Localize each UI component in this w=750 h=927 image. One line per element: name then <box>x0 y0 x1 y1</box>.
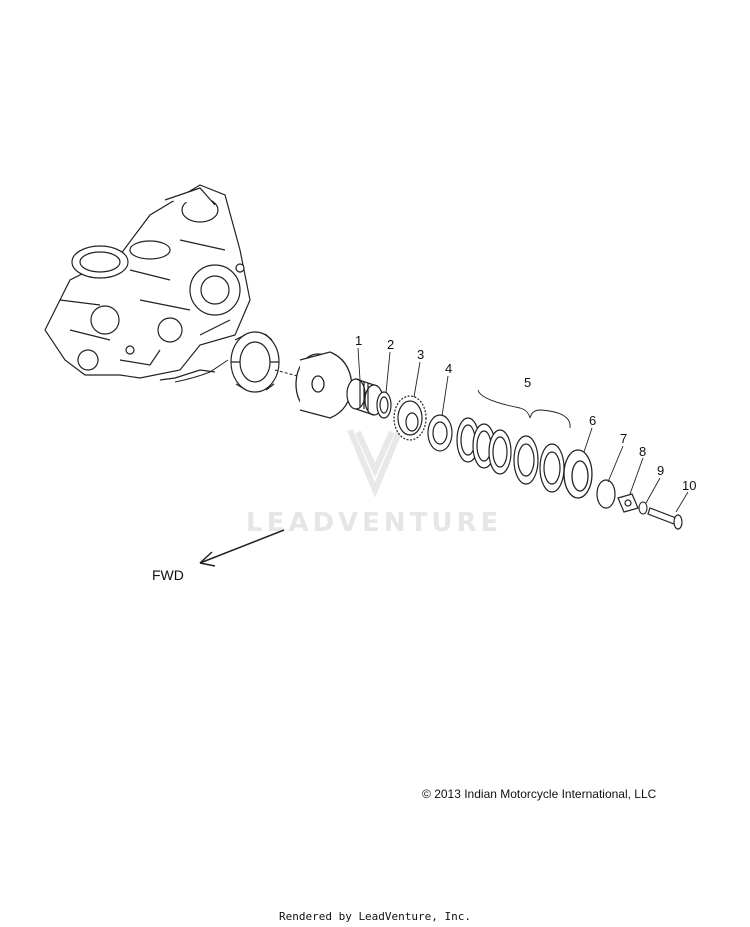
callout-6: 6 <box>589 413 596 428</box>
watermark-logo <box>347 428 403 498</box>
part-9-washer <box>638 501 648 515</box>
part-2-washer <box>376 391 392 419</box>
footer-credit: Rendered by LeadVenture, Inc. <box>278 910 472 923</box>
copyright-notice: © 2013 Indian Motorcycle International, … <box>422 787 656 801</box>
callout-1: 1 <box>355 333 362 348</box>
part-8-bracket <box>617 493 639 513</box>
part-4-bearing <box>427 414 453 452</box>
part-3-starter-gear <box>393 395 427 441</box>
engine-assembly <box>44 184 251 381</box>
callout-10: 10 <box>682 478 696 493</box>
copyright-symbol: © <box>422 787 431 801</box>
leader-lines <box>357 347 689 513</box>
callout-5: 5 <box>524 375 531 390</box>
flywheel <box>295 351 353 419</box>
callout-8: 8 <box>639 444 646 459</box>
wire-harness <box>174 359 229 383</box>
callout-2: 2 <box>387 337 394 352</box>
stator <box>230 331 280 393</box>
callout-3: 3 <box>417 347 424 362</box>
copyright-text: 2013 Indian Motorcycle International, LL… <box>434 787 657 801</box>
part-10-bolt <box>647 507 683 530</box>
part-5-clutch-plates <box>456 417 565 493</box>
forward-arrow <box>199 529 285 567</box>
callout-7: 7 <box>620 431 627 446</box>
watermark-text: LEADVENTURE <box>246 508 503 538</box>
callout-9: 9 <box>657 463 664 478</box>
callout-4: 4 <box>445 361 452 376</box>
part-6-pressure-ring <box>563 449 593 499</box>
part-7-plate <box>596 479 616 509</box>
fwd-label: FWD <box>152 567 184 583</box>
